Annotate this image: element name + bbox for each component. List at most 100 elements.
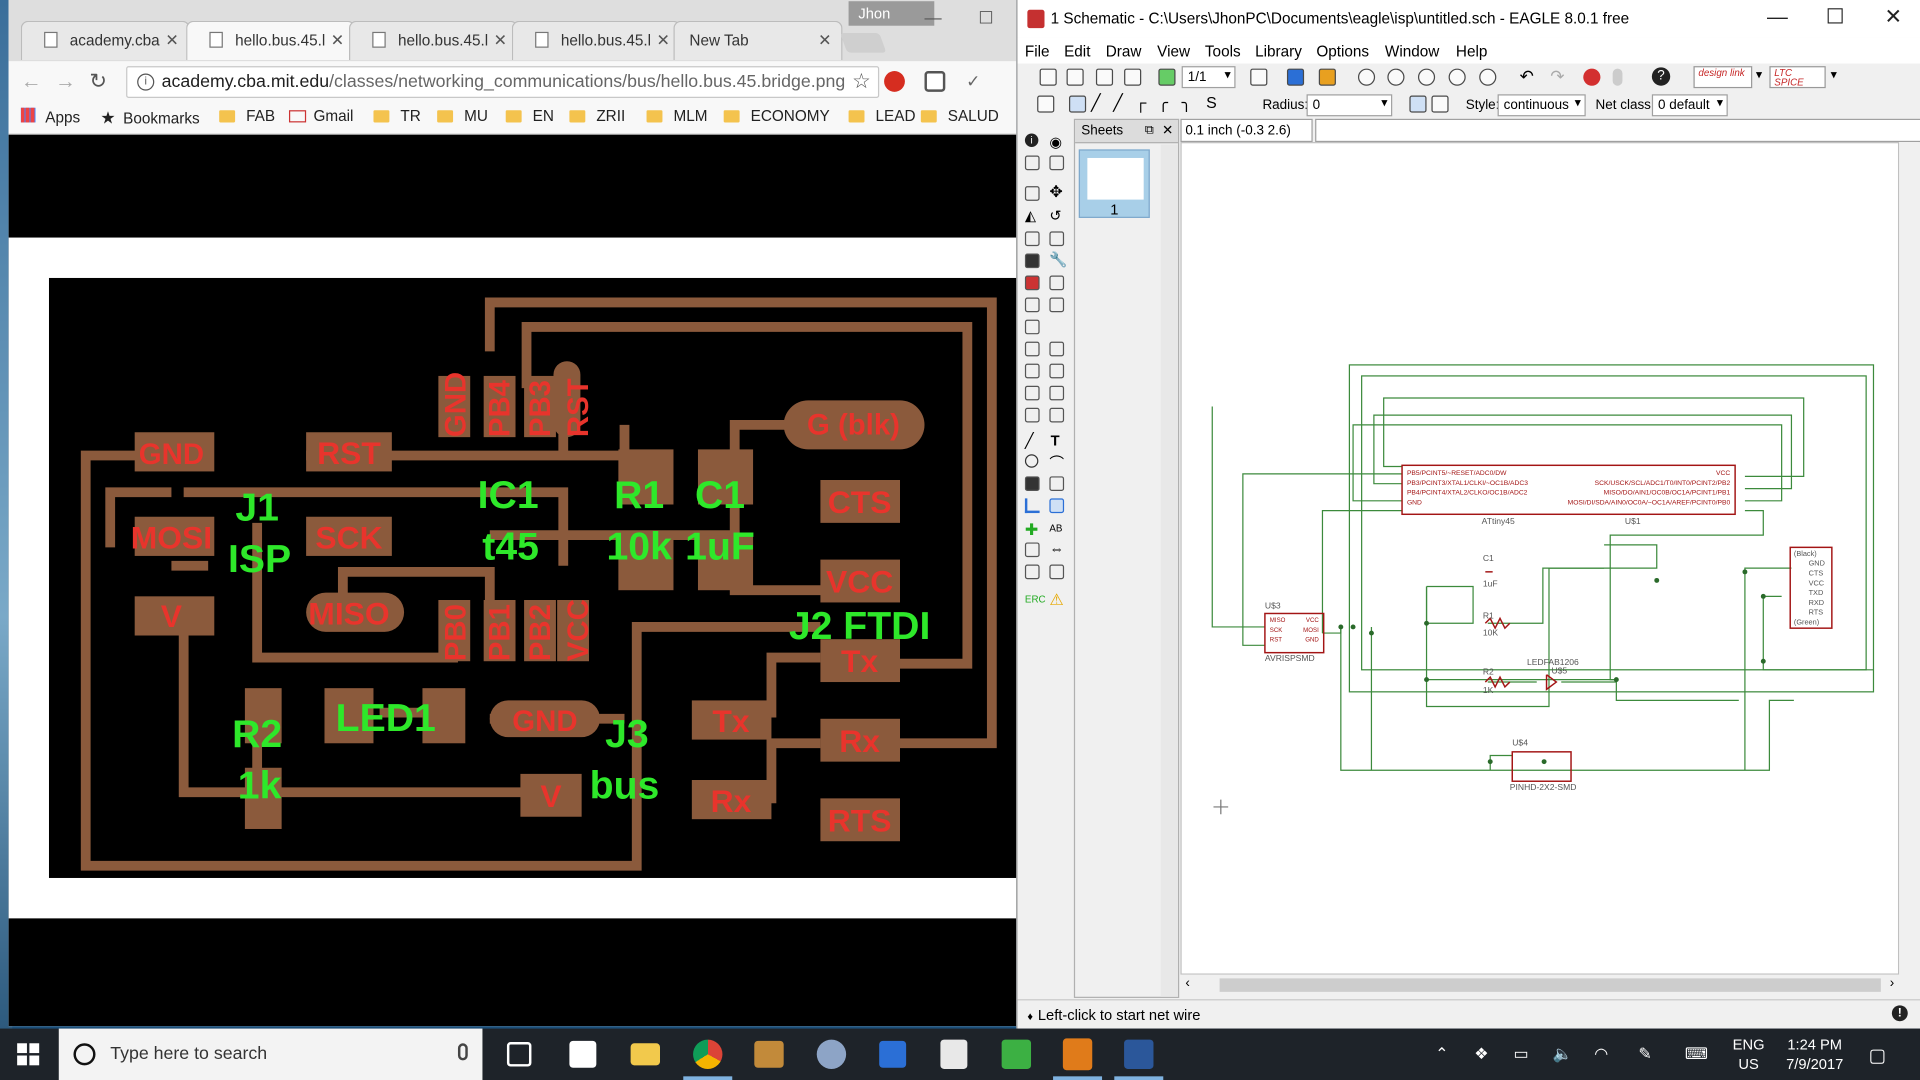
tab-hello-bus-2[interactable]: hello.bus.45.l ✕	[348, 20, 518, 61]
line-icon[interactable]: ╱	[1024, 432, 1034, 450]
schematic-canvas[interactable]: PB5/PCINT5/~RESET/ADC0/DW PB3/PCINT3/XTA…	[1180, 142, 1900, 975]
taskbar-search[interactable]: Type here to search	[58, 1028, 483, 1080]
sublime-icon[interactable]	[754, 1040, 784, 1068]
bend-90-icon[interactable]: ┌	[1135, 93, 1147, 112]
sheets-scrollbar[interactable]	[1160, 144, 1178, 997]
maximize-icon[interactable]: ☐	[978, 7, 994, 27]
file-explorer-icon[interactable]	[630, 1043, 661, 1066]
scroll-thumb[interactable]	[1219, 978, 1881, 992]
bend-arc-icon[interactable]: ╭	[1158, 93, 1168, 112]
close-icon[interactable]: ✕	[330, 30, 345, 49]
menu-view[interactable]: View	[1157, 42, 1191, 61]
polygon-icon[interactable]	[1049, 476, 1065, 492]
menu-edit[interactable]: Edit	[1064, 42, 1091, 61]
wrench-icon[interactable]: 🔧	[1049, 251, 1068, 269]
tab-hello-bus-3[interactable]: hello.bus.45.l ✕	[511, 20, 681, 61]
radius-input[interactable]: 0	[1306, 94, 1393, 117]
minimize-icon[interactable]: —	[924, 7, 942, 27]
camtasia-icon[interactable]	[1001, 1039, 1032, 1069]
back-icon[interactable]: ←	[20, 69, 42, 94]
dropdown-icon[interactable]: ▾	[1830, 68, 1837, 83]
checkmark-icon[interactable]: ✓	[966, 71, 981, 91]
junction-icon[interactable]: ✚	[1024, 520, 1039, 539]
reload-icon[interactable]: ↻	[89, 69, 107, 94]
help-icon[interactable]: ?	[1651, 67, 1671, 86]
netclass-select[interactable]: 0 default	[1651, 94, 1728, 117]
extension-icon[interactable]	[924, 71, 946, 92]
bookmark-fab[interactable]: FAB	[219, 108, 275, 125]
print-icon[interactable]	[1095, 68, 1114, 86]
style-select[interactable]: continuous	[1497, 94, 1586, 117]
smash-icon[interactable]	[1024, 363, 1040, 379]
battery-icon[interactable]: ▭	[1513, 1044, 1529, 1063]
close-icon[interactable]: ✕	[493, 30, 507, 49]
bookmark-tr[interactable]: TR	[373, 108, 421, 125]
menu-window[interactable]: Window	[1384, 42, 1440, 61]
redo-icon[interactable]: ↷	[1550, 66, 1565, 86]
sheet-thumbnail[interactable]	[1078, 149, 1150, 218]
eagle-icon[interactable]	[1062, 1038, 1093, 1071]
bookmark-en[interactable]: EN	[505, 108, 554, 125]
app-icon[interactable]	[816, 1039, 847, 1069]
sheet-select[interactable]: 1/1	[1181, 66, 1236, 89]
erc-icon[interactable]: ERC	[1024, 593, 1046, 605]
scroll-left-icon[interactable]: ‹	[1185, 975, 1190, 991]
replace-icon[interactable]	[1049, 275, 1065, 291]
label-icon[interactable]: AB	[1049, 522, 1063, 534]
bend-spline-icon[interactable]: S	[1206, 93, 1217, 112]
attribute-icon[interactable]	[1024, 542, 1040, 558]
dimension-icon[interactable]: ⇔	[1049, 540, 1065, 558]
new-tab-button[interactable]	[840, 33, 887, 53]
bookmark-economy[interactable]: ECONOMY	[723, 108, 830, 125]
run-icon[interactable]	[1318, 68, 1336, 86]
bookmark-lead[interactable]: LEAD	[848, 108, 916, 125]
stop-command-icon[interactable]: !	[1891, 1005, 1908, 1022]
stop-icon[interactable]	[1583, 68, 1601, 86]
paste-icon[interactable]	[1049, 231, 1065, 247]
pinswap-icon[interactable]	[1024, 319, 1040, 335]
task-view-icon[interactable]	[506, 1042, 532, 1067]
bookmark-bookmarks[interactable]: ★Bookmarks	[100, 107, 200, 128]
float-icon[interactable]: ⧉	[1144, 123, 1154, 138]
rect-icon[interactable]	[1024, 476, 1040, 492]
redraw-icon[interactable]	[1479, 68, 1497, 86]
move-icon[interactable]	[1024, 186, 1040, 201]
value-icon[interactable]	[1049, 341, 1065, 357]
menu-help[interactable]: Help	[1455, 42, 1488, 61]
text-icon[interactable]: T	[1050, 432, 1060, 450]
align-icon[interactable]	[1049, 407, 1065, 423]
notification-icon[interactable]: ▢	[1868, 1045, 1886, 1067]
miter-round-icon[interactable]	[1409, 95, 1427, 113]
close-icon[interactable]: ✕	[656, 30, 670, 49]
zoom-select-icon[interactable]	[1448, 68, 1466, 86]
circle-icon[interactable]	[1024, 454, 1039, 468]
command-line[interactable]	[1315, 118, 1920, 143]
windows-start-icon[interactable]	[17, 1043, 40, 1066]
delete-icon[interactable]	[1024, 253, 1040, 269]
bookmark-salud[interactable]: SALUD	[920, 108, 999, 125]
photos-icon[interactable]	[879, 1040, 907, 1068]
open-icon[interactable]	[1039, 68, 1057, 86]
bookmark-gmail[interactable]: Gmail	[288, 108, 353, 125]
volume-icon[interactable]: 🔈	[1552, 1044, 1573, 1063]
grid-icon[interactable]	[1037, 95, 1055, 113]
close-icon[interactable]: ✕	[1162, 123, 1174, 139]
forward-icon[interactable]: →	[55, 69, 76, 94]
bookmark-star-icon[interactable]: ☆	[851, 69, 871, 94]
close-icon[interactable]: ✕	[818, 30, 832, 49]
chrome-icon[interactable]	[693, 1039, 723, 1069]
menu-draw[interactable]: Draw	[1105, 42, 1142, 61]
close-icon[interactable]: ✕	[1884, 4, 1902, 29]
undo-icon[interactable]: ↶	[1519, 66, 1534, 86]
opera-extension-icon[interactable]	[884, 71, 905, 92]
menu-options[interactable]: Options	[1316, 42, 1370, 61]
microphone-icon[interactable]	[457, 1043, 468, 1061]
word-icon[interactable]	[1124, 1039, 1154, 1069]
gateswap-icon[interactable]	[1049, 297, 1065, 313]
horizontal-scrollbar[interactable]: ‹ ›	[1180, 974, 1900, 995]
warning-icon[interactable]: ⚠	[1049, 590, 1064, 609]
ltspice-button[interactable]: LTC SPICE	[1769, 66, 1826, 89]
ulp-icon[interactable]	[1250, 68, 1268, 86]
mirror-icon[interactable]: ◭	[1024, 206, 1037, 225]
